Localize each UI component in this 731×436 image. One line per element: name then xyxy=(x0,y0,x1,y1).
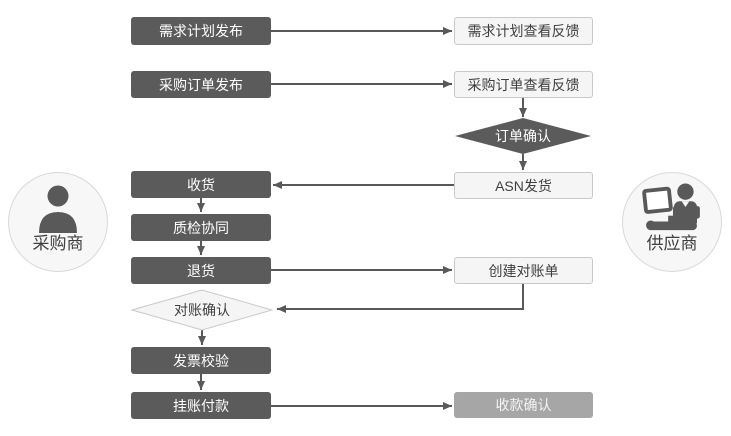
node-demand-plan-publish: 需求计划发布 xyxy=(131,17,271,45)
node-asn-shipment: ASN发货 xyxy=(454,172,593,199)
node-receipt-confirm: 收款确认 xyxy=(454,392,593,418)
node-return-goods: 退货 xyxy=(131,257,271,284)
node-po-feedback: 采购订单查看反馈 xyxy=(454,71,593,98)
supplier-actor: 供应商 xyxy=(622,172,722,272)
node-invoice-verification: 发票校验 xyxy=(131,347,271,374)
node-quality-collaboration: 质检协同 xyxy=(131,214,271,241)
supplier-label: 供应商 xyxy=(646,234,698,253)
buyer-actor: 采购商 xyxy=(8,172,108,272)
node-create-statement: 创建对账单 xyxy=(454,257,593,284)
edge-create-statement-to-statement-confirm xyxy=(277,284,524,313)
node-po-publish: 采购订单发布 xyxy=(131,71,271,98)
node-receive-goods: 收货 xyxy=(131,171,271,198)
statement-confirm-diamond xyxy=(130,289,274,331)
node-demand-plan-feedback: 需求计划查看反馈 xyxy=(454,17,593,45)
node-payment-on-account: 挂账付款 xyxy=(131,392,271,419)
buyer-label: 采购商 xyxy=(32,234,84,253)
buyer-person-icon xyxy=(38,183,78,233)
order-confirm-diamond xyxy=(455,118,591,154)
supplier-person-laptop-icon xyxy=(641,183,703,233)
